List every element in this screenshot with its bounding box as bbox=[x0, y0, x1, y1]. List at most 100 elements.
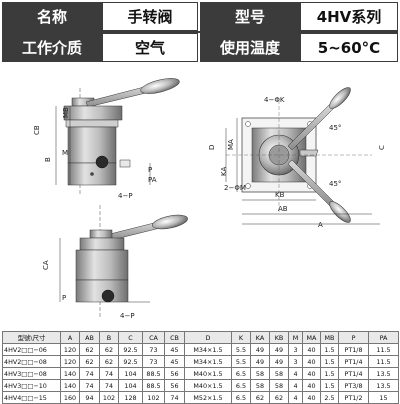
col-header: CA bbox=[142, 331, 165, 344]
dim-b: B bbox=[44, 157, 52, 162]
table-cell: 74 bbox=[79, 379, 100, 392]
table-cell: 5.5 bbox=[231, 355, 251, 368]
valve-body-side bbox=[75, 249, 129, 281]
table-cell: 4 bbox=[288, 391, 303, 404]
table-cell: 6.5 bbox=[231, 391, 251, 404]
dim-p: P bbox=[148, 166, 152, 174]
table-cell: 104 bbox=[118, 379, 143, 392]
table-cell: M40×1.5 bbox=[184, 379, 232, 392]
table-cell: M34×1.5 bbox=[184, 343, 232, 356]
table-cell: 120 bbox=[60, 355, 80, 368]
dim-port-side: 4−P bbox=[120, 312, 135, 320]
table-cell: 11.5 bbox=[368, 355, 399, 368]
table-cell: 1.5 bbox=[320, 379, 339, 392]
dim-c: C bbox=[378, 145, 386, 150]
dim-m: M bbox=[62, 149, 68, 157]
table-cell: 74 bbox=[164, 391, 185, 404]
table-cell: PT1/4 bbox=[338, 367, 369, 380]
table-cell: 11.5 bbox=[368, 343, 399, 356]
table-cell: 56 bbox=[164, 367, 185, 380]
table-cell: 128 bbox=[118, 391, 143, 404]
table-cell: 74 bbox=[99, 367, 119, 380]
value-medium: 空气 bbox=[102, 33, 198, 62]
handle-lever bbox=[85, 85, 151, 108]
label-medium: 工作介质 bbox=[2, 33, 102, 62]
table-cell: 92.5 bbox=[118, 343, 143, 356]
label-model: 型号 bbox=[200, 2, 300, 31]
table-cell: 73 bbox=[142, 343, 165, 356]
side-view: CA P 4−P bbox=[42, 205, 188, 320]
table-cell: 40 bbox=[302, 355, 321, 368]
table-cell: 140 bbox=[60, 379, 80, 392]
col-header: CB bbox=[164, 331, 185, 344]
mount-hole bbox=[245, 121, 251, 127]
table-cell: 4 bbox=[288, 379, 303, 392]
table-cell: PT1/4 bbox=[338, 355, 369, 368]
table-cell: 4 bbox=[288, 367, 303, 380]
table-row: 4HV4□□−15 160 94 102 128 102 74 M52×1.5 … bbox=[2, 391, 399, 404]
table-cell: 49 bbox=[269, 355, 289, 368]
table-cell: 58 bbox=[250, 367, 270, 380]
spec-table: 名称 手转阀 型号 4HV系列 工作介质 空气 使用温度 5~60°C bbox=[2, 2, 398, 64]
table-cell: 102 bbox=[142, 391, 165, 404]
table-cell: 102 bbox=[99, 391, 119, 404]
table-cell: 62 bbox=[99, 355, 119, 368]
table-cell: PT1/8 bbox=[338, 343, 369, 356]
table-cell: 92.5 bbox=[118, 355, 143, 368]
col-header: C bbox=[118, 331, 143, 344]
col-header: AB bbox=[79, 331, 100, 344]
table-cell: 94 bbox=[79, 391, 100, 404]
table-cell: 160 bbox=[60, 391, 80, 404]
col-header: K bbox=[231, 331, 251, 344]
col-header: PA bbox=[368, 331, 399, 344]
table-cell: 45 bbox=[164, 355, 185, 368]
table-cell: 62 bbox=[269, 391, 289, 404]
handle-grip-upper bbox=[329, 87, 351, 109]
cell-model: 4HV2□□−08 bbox=[2, 355, 61, 368]
dim-ka: KA bbox=[220, 167, 228, 176]
table-cell: 40 bbox=[302, 391, 321, 404]
dim-cb: CB bbox=[33, 125, 41, 135]
col-header: M bbox=[288, 331, 303, 344]
col-header: D bbox=[184, 331, 232, 344]
angle-upper: 45° bbox=[329, 124, 341, 132]
label-name: 名称 bbox=[2, 2, 102, 31]
dim-hole: 2−ΦM bbox=[224, 184, 246, 192]
table-cell: 88.5 bbox=[142, 367, 165, 380]
table-cell: 15 bbox=[368, 391, 399, 404]
port-hole bbox=[95, 155, 109, 169]
table-cell: 40 bbox=[302, 367, 321, 380]
table-cell: 45 bbox=[164, 343, 185, 356]
table-cell: 62 bbox=[79, 343, 100, 356]
table-cell: 13.5 bbox=[368, 379, 399, 392]
dim-d: D bbox=[208, 145, 216, 150]
dim-mb: MB bbox=[62, 107, 70, 118]
table-cell: PT1/2 bbox=[338, 391, 369, 404]
value-temperature: 5~60°C bbox=[300, 33, 398, 62]
table-cell: 3 bbox=[288, 355, 303, 368]
col-header: P bbox=[338, 331, 369, 344]
spec-divider bbox=[2, 31, 398, 33]
table-cell: 58 bbox=[250, 379, 270, 392]
table-cell: 49 bbox=[269, 343, 289, 356]
col-header: A bbox=[60, 331, 80, 344]
table-cell: 1.5 bbox=[320, 343, 339, 356]
table-header-row: 型號\尺寸 A AB B C CA CB D K KA KB M MA MB P… bbox=[2, 331, 399, 344]
label-temperature: 使用温度 bbox=[200, 33, 300, 62]
table-cell: 62 bbox=[79, 355, 100, 368]
table-cell: 58 bbox=[269, 367, 289, 380]
table-row: 4HV3□□−10 140 74 74 104 88.5 56 M40×1.5 … bbox=[2, 379, 399, 392]
spec-row-name-model: 名称 手转阀 型号 4HV系列 bbox=[2, 2, 398, 31]
table-cell: 88.5 bbox=[142, 379, 165, 392]
table-cell: 62 bbox=[99, 343, 119, 356]
table-cell: 104 bbox=[118, 367, 143, 380]
table-cell: M40×1.5 bbox=[184, 367, 232, 380]
table-cell: 140 bbox=[60, 367, 80, 380]
handle-grip-lower bbox=[329, 201, 351, 223]
mount-hole bbox=[245, 183, 251, 189]
table-cell: 5.5 bbox=[231, 343, 251, 356]
dim-kb: KB bbox=[275, 191, 285, 199]
dimensions-table: 型號\尺寸 A AB B C CA CB D K KA KB M MA MB P… bbox=[2, 331, 399, 404]
table-cell: 49 bbox=[250, 343, 270, 356]
table-cell: 3 bbox=[288, 343, 303, 356]
